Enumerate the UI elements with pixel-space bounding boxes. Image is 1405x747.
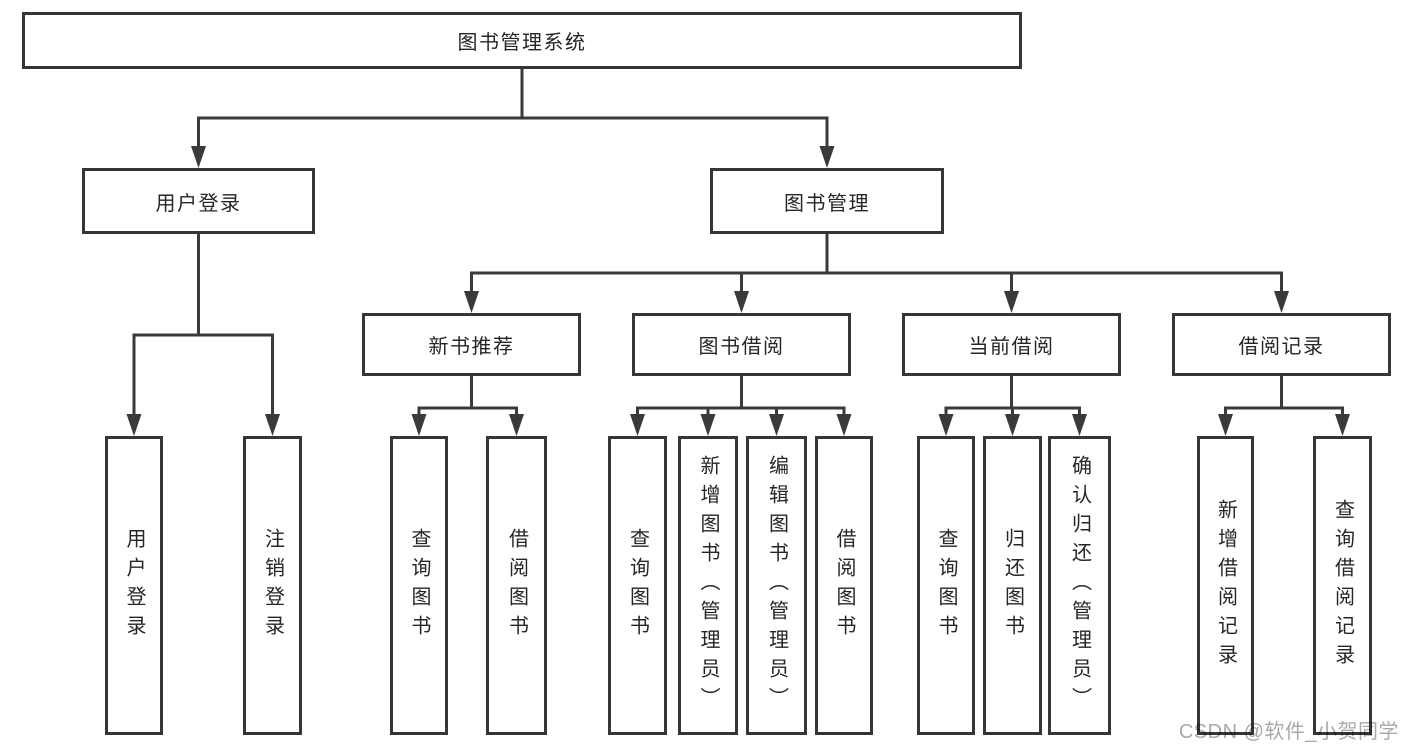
node-label: 用户登录 [155,192,242,215]
watermark: CSDN @软件_小贺同学 [1178,721,1399,743]
node-leaf-logout: 注销登录 [243,436,302,735]
node-label: 查询图书 [626,527,649,644]
node-book-borrow: 图书借阅 [632,313,851,376]
node-label: 确认归还（管理员） [1068,455,1091,716]
node-root: 图书管理系统 [22,12,1022,69]
node-leaf-nb-query: 查询图书 [390,436,448,735]
node-label: 归还图书 [1001,527,1024,644]
node-book-mgmt: 图书管理 [710,168,944,234]
node-label: 新增图书（管理员） [697,455,719,716]
node-label: 注销登录 [261,527,284,644]
node-label: 图书管理 [784,192,870,215]
node-leaf-cb-confirm: 确认归还（管理员） [1048,436,1111,735]
node-label: 用户登录 [123,527,145,644]
node-label: 图书管理系统 [457,32,587,54]
node-label: 借阅记录 [1238,336,1325,358]
node-label: 当前借阅 [968,336,1055,358]
node-label: 查询图书 [935,527,957,644]
node-leaf-bb-edit: 编辑图书（管理员） [746,436,807,735]
node-label: 查询图书 [408,527,430,644]
node-leaf-user-login: 用户登录 [105,436,163,735]
arrowheads [126,146,1350,436]
node-leaf-br-add: 新增借阅记录 [1197,436,1254,735]
node-leaf-bb-add: 新增图书（管理员） [678,436,738,735]
node-leaf-cb-query: 查询图书 [917,436,975,735]
node-leaf-bb-query: 查询图书 [608,436,667,735]
node-borrow-records: 借阅记录 [1172,313,1391,376]
node-label: 借阅图书 [833,527,855,644]
node-user-login: 用户登录 [82,168,315,234]
node-leaf-cb-return: 归还图书 [983,436,1042,735]
node-label: 新增借阅记录 [1214,498,1237,673]
node-leaf-nb-borrow: 借阅图书 [486,436,547,735]
node-leaf-bb-borrow: 借阅图书 [815,436,873,735]
node-current-borrow: 当前借阅 [902,313,1121,376]
node-label: 新书推荐 [428,336,515,358]
node-label: 图书借阅 [698,336,785,358]
node-label: 编辑图书（管理员） [765,455,788,716]
node-label: 借阅图书 [505,527,528,644]
node-new-book-rec: 新书推荐 [362,313,581,376]
node-leaf-br-query: 查询借阅记录 [1313,436,1372,735]
node-label: 查询借阅记录 [1331,498,1354,673]
